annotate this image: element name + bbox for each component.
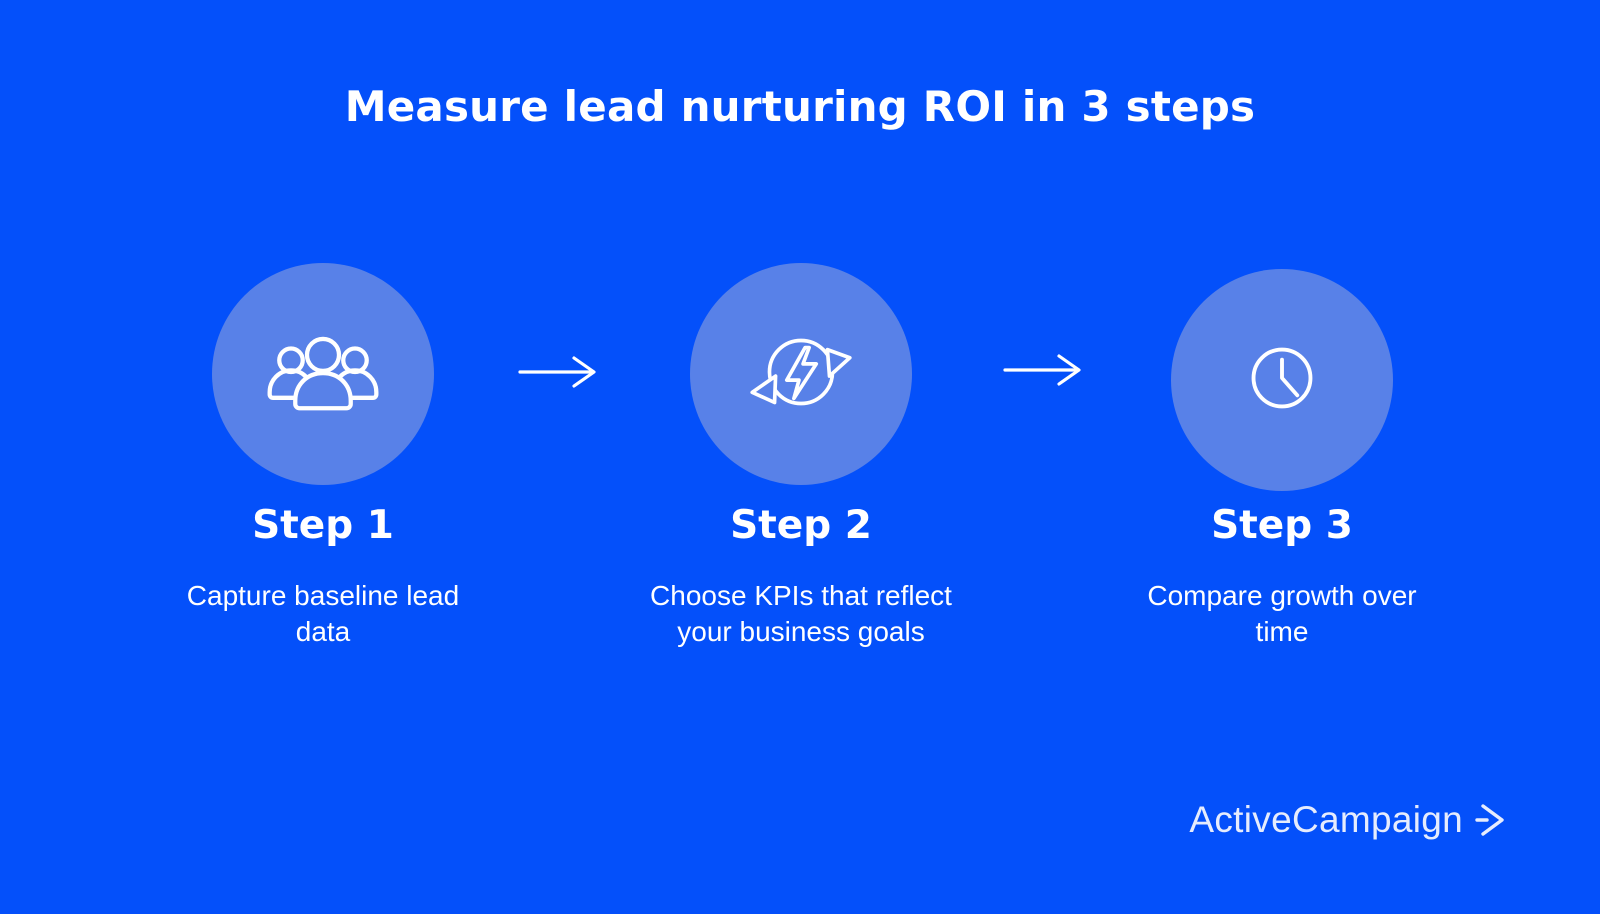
step-2-description-line2: your business goals: [677, 616, 925, 647]
right-arrow-icon: [516, 352, 600, 397]
step-2-description: Choose KPIs that reflect your business g…: [591, 578, 1011, 650]
users-group-icon: [259, 308, 387, 441]
activecampaign-logo-text: ActiveCampaign: [1189, 799, 1463, 840]
right-arrow-icon: [1001, 350, 1085, 395]
step-1-description: Capture baseline lead data: [113, 578, 533, 650]
activecampaign-chevron-icon: [1475, 802, 1505, 838]
clock-icon: [1221, 317, 1343, 444]
energy-cycle-icon: [740, 311, 862, 438]
step-3-description-line1: Compare growth over: [1147, 580, 1417, 611]
step-1-label: Step 1: [252, 503, 394, 548]
step-1-description-line1: Capture baseline lead: [186, 580, 460, 611]
step-3-description-line2: time: [1255, 616, 1309, 647]
page-title: Measure lead nurturing ROI in 3 steps: [344, 82, 1256, 131]
step-1-description-line2: data: [295, 616, 351, 647]
step-3-circle: [1171, 269, 1393, 491]
step-2-circle: [690, 263, 912, 485]
step-3-description: Compare growth over time: [1072, 578, 1492, 650]
step-2-label: Step 2: [730, 503, 872, 548]
step-2-description-line1: Choose KPIs that reflect: [650, 580, 952, 611]
activecampaign-logo: ActiveCampaign: [1189, 799, 1505, 841]
step-3-label: Step 3: [1211, 503, 1353, 548]
step-1-circle: [212, 263, 434, 485]
